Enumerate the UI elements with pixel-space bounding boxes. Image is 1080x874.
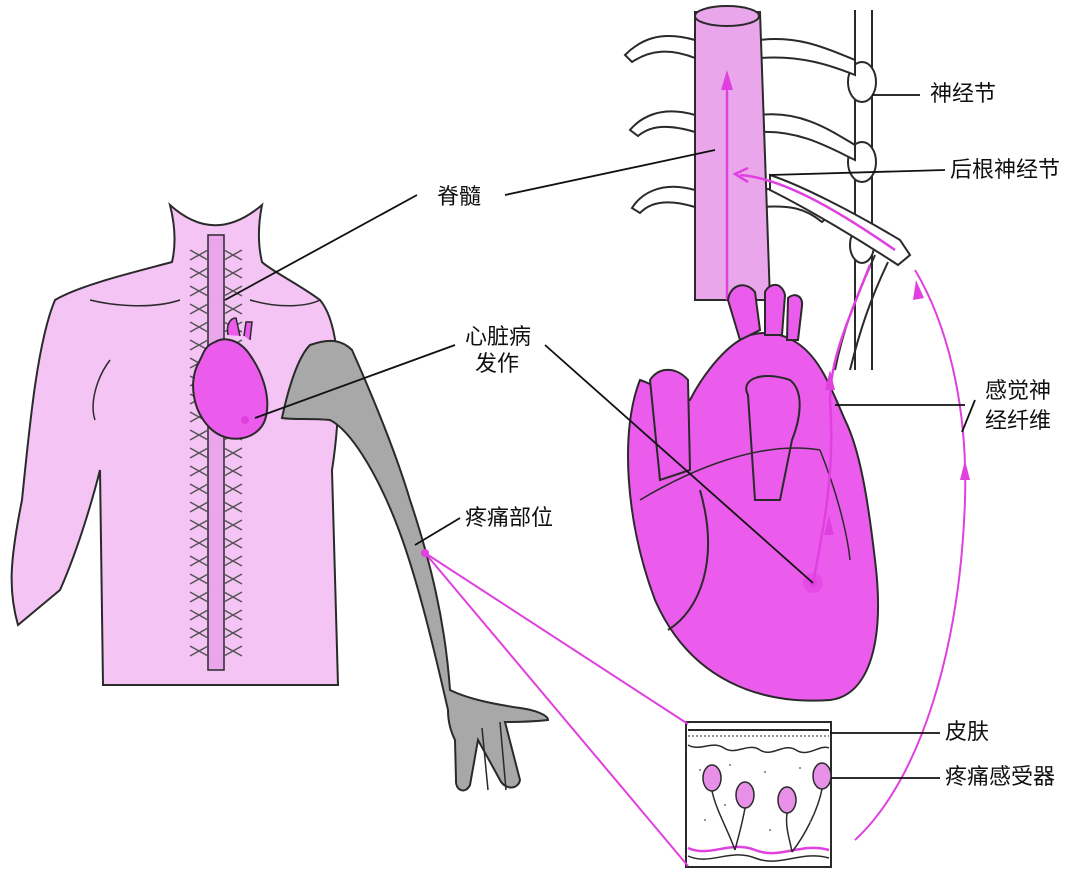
label-heart-attack-line2: 发作: [475, 352, 519, 378]
label-pain-site: 疼痛部位: [465, 506, 553, 532]
label-ganglion: 神经节: [930, 82, 996, 108]
torso: [12, 205, 339, 685]
pain-receptor-2: [736, 782, 754, 808]
torso-body: [12, 205, 339, 685]
spinal-cord-body: [695, 12, 770, 300]
label-dorsal-root-ganglion: 后根神经节: [950, 158, 1060, 184]
label-sensory-fiber-line2: 经纤维: [985, 409, 1051, 435]
pain-receptor-1: [703, 765, 721, 791]
label-spinal-cord: 脊髓: [437, 185, 481, 211]
label-skin: 皮肤: [945, 720, 989, 746]
pain-receptor-3: [778, 787, 796, 813]
pain-receptor-4: [813, 763, 831, 789]
label-heart-attack-line1: 心脏病: [465, 325, 531, 351]
skin-inset: [686, 722, 831, 867]
label-sensory-fiber-line1: 感觉神: [985, 379, 1051, 405]
label-pain-receptor: 疼痛感受器: [945, 765, 1055, 791]
small-heart-attack-dot: [241, 416, 249, 424]
